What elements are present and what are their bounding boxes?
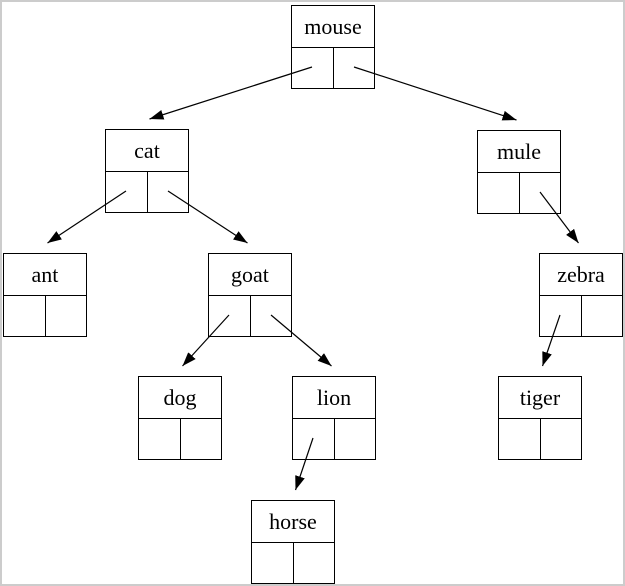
right-pointer-cell [335, 419, 376, 459]
pointer-cells [4, 296, 86, 336]
tree-node-label: ant [4, 254, 86, 296]
tree-node-zebra: zebra [539, 253, 623, 337]
tree-node-label: mouse [292, 6, 374, 48]
tree-node-mule: mule [477, 130, 561, 214]
tree-node-label: tiger [499, 377, 581, 419]
left-pointer-cell [209, 296, 251, 336]
left-pointer-cell [478, 173, 520, 213]
pointer-cells [209, 296, 291, 336]
tree-node-label: lion [293, 377, 375, 419]
tree-node-goat: goat [208, 253, 292, 337]
pointer-cells [292, 48, 374, 88]
right-pointer-cell [294, 543, 335, 583]
edge-mouse-to-cat [149, 66, 313, 120]
tree-node-cat: cat [105, 129, 189, 213]
tree-node-label: cat [106, 130, 188, 172]
right-pointer-cell [251, 296, 292, 336]
pointer-cells [478, 173, 560, 213]
tree-node-label: mule [478, 131, 560, 173]
pointer-cells [499, 419, 581, 459]
tree-node-dog: dog [138, 376, 222, 460]
left-pointer-cell [4, 296, 46, 336]
pointer-cells [106, 172, 188, 212]
pointer-cells [540, 296, 622, 336]
tree-node-tiger: tiger [498, 376, 582, 460]
left-pointer-cell [292, 48, 334, 88]
tree-node-ant: ant [3, 253, 87, 337]
right-pointer-cell [148, 172, 189, 212]
tree-node-label: dog [139, 377, 221, 419]
pointer-cells [139, 419, 221, 459]
right-pointer-cell [582, 296, 623, 336]
pointer-cells [252, 543, 334, 583]
tree-node-mouse: mouse [291, 5, 375, 89]
left-pointer-cell [139, 419, 181, 459]
left-pointer-cell [106, 172, 148, 212]
left-pointer-cell [252, 543, 294, 583]
left-pointer-cell [499, 419, 541, 459]
right-pointer-cell [334, 48, 375, 88]
tree-node-label: goat [209, 254, 291, 296]
tree-node-horse: horse [251, 500, 335, 584]
pointer-cells [293, 419, 375, 459]
tree-node-label: horse [252, 501, 334, 543]
right-pointer-cell [46, 296, 87, 336]
left-pointer-cell [293, 419, 335, 459]
tree-node-label: zebra [540, 254, 622, 296]
right-pointer-cell [520, 173, 561, 213]
right-pointer-cell [181, 419, 222, 459]
edge-mouse-to-mule [353, 66, 517, 121]
left-pointer-cell [540, 296, 582, 336]
tree-node-lion: lion [292, 376, 376, 460]
right-pointer-cell [541, 419, 582, 459]
